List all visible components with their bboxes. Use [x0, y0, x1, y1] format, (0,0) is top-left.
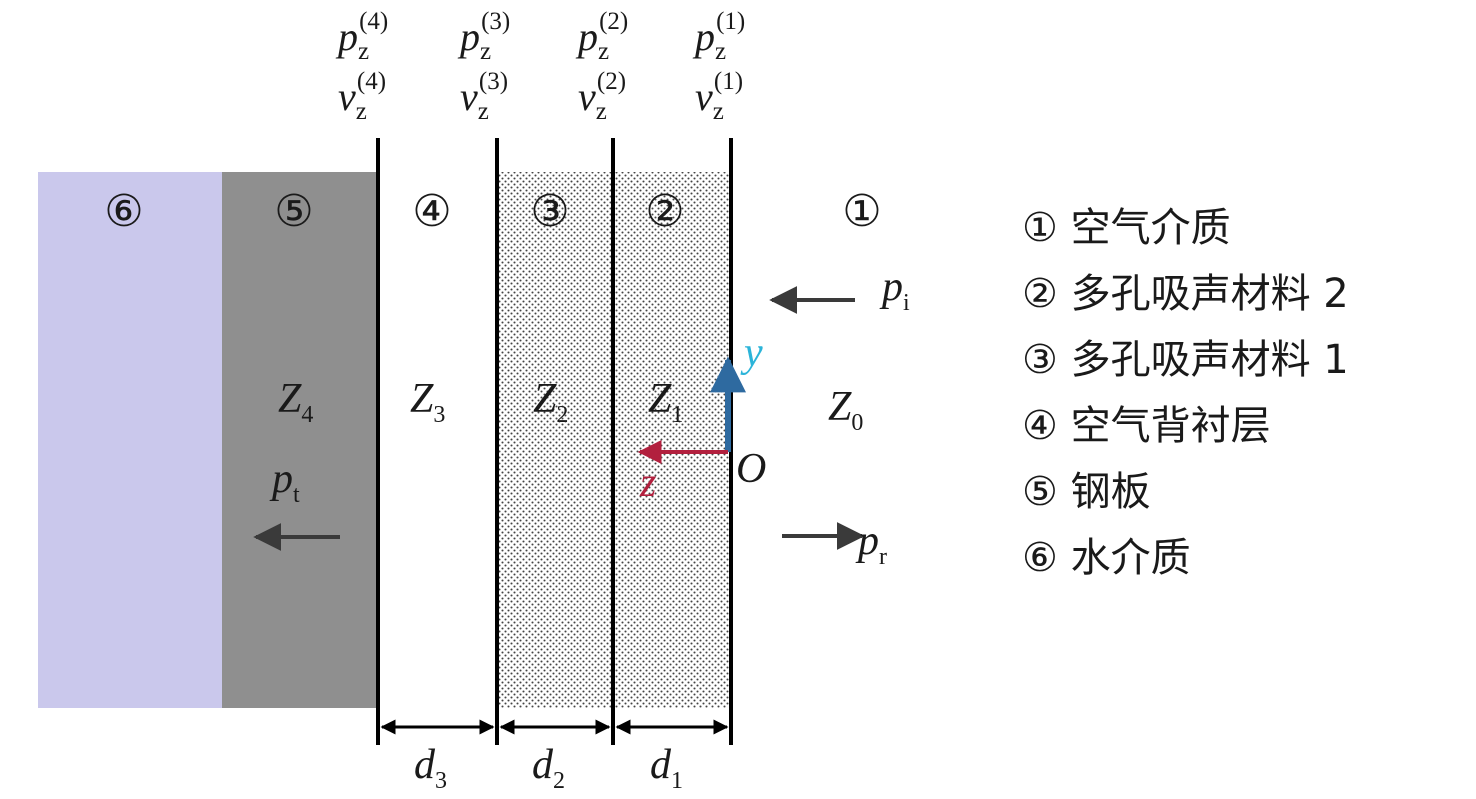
origin-label: O — [736, 446, 766, 492]
region-3-label: ③ — [530, 187, 569, 236]
region-5-label: ⑤ — [274, 187, 313, 236]
interface-label-2: pz(2) vz(2) — [575, 8, 628, 125]
svg-text:vz(4): vz(4) — [338, 68, 386, 125]
svg-text:pz(4): pz(4) — [335, 8, 388, 65]
thickness-d2-label: d2 — [532, 742, 565, 794]
reflected-wave-label: pr — [855, 518, 887, 570]
y-axis-label: y — [740, 330, 763, 376]
legend-item-air-medium: ① 空气介质 — [1022, 205, 1231, 251]
region-6-label: ⑥ — [104, 187, 143, 236]
region-2-label: ② — [645, 187, 684, 236]
impedance-z0: Z0 — [828, 384, 863, 436]
legend-item-air-backing-layer: ④ 空气背衬层 — [1022, 403, 1271, 449]
svg-text:pz(1): pz(1) — [692, 8, 745, 65]
thickness-d3-label: d3 — [414, 742, 447, 794]
region-4-label: ④ — [412, 187, 451, 236]
thickness-d1-label: d1 — [650, 742, 683, 794]
legend-item-porous-material-2: ② 多孔吸声材料 2 — [1022, 271, 1349, 317]
svg-text:pz(2): pz(2) — [575, 8, 628, 65]
svg-text:pz(3): pz(3) — [457, 8, 510, 65]
legend: ① 空气介质 ② 多孔吸声材料 2 ③ 多孔吸声材料 1 ④ 空气背衬层 ⑤ 钢… — [1022, 195, 1349, 591]
interface-label-1: pz(1) vz(1) — [692, 8, 745, 125]
incident-wave-label: pi — [879, 264, 910, 316]
legend-item-porous-material-1: ③ 多孔吸声材料 1 — [1022, 337, 1349, 383]
porous-material-2-layer — [613, 172, 731, 708]
interface-label-3: pz(3) vz(3) — [457, 8, 510, 125]
impedance-z3: Z3 — [410, 376, 445, 428]
z-axis-label: z — [639, 460, 656, 506]
interface-label-4: pz(4) vz(4) — [335, 8, 388, 125]
impedance-z4: Z4 — [278, 376, 313, 428]
svg-text:vz(1): vz(1) — [695, 68, 743, 125]
region-1-label: ① — [842, 187, 881, 236]
svg-text:vz(2): vz(2) — [578, 68, 626, 125]
impedance-z1: Z1 — [648, 376, 683, 428]
transmitted-wave-label: pt — [269, 456, 300, 508]
water-medium-layer — [38, 172, 222, 708]
legend-item-steel-plate: ⑤ 钢板 — [1022, 469, 1151, 515]
porous-material-1-layer — [497, 172, 613, 708]
steel-plate-layer — [222, 172, 378, 708]
impedance-z2: Z2 — [533, 376, 568, 428]
legend-item-water-medium: ⑥ 水介质 — [1022, 535, 1191, 581]
svg-text:vz(3): vz(3) — [460, 68, 508, 125]
